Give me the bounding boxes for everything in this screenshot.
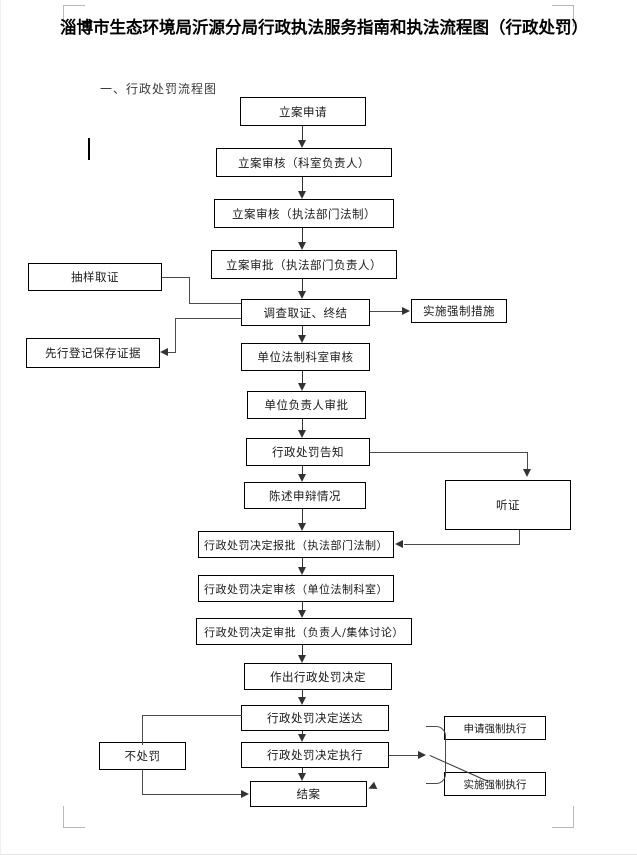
arrowhead-n5-n6 <box>298 335 306 343</box>
crop-mark-bottom-left <box>63 806 85 828</box>
edge-n5-s3 <box>370 311 403 313</box>
arrowhead-n3-n4 <box>298 242 306 250</box>
edge-n7-n8 <box>302 419 304 431</box>
edge-n5-n6 <box>302 326 304 336</box>
page-left-edge <box>0 0 1 855</box>
flow-node-lian-shenhe-keshi[interactable]: 立案审核（科室负责人） <box>216 148 392 177</box>
flow-node-tingzheng[interactable]: 听证 <box>445 480 571 530</box>
edge-n2-n3 <box>302 177 304 192</box>
flow-node-jiean[interactable]: 结案 <box>250 781 367 807</box>
edge-n5-s2-h2 <box>168 352 176 354</box>
arrowhead-n10-n11 <box>298 567 306 575</box>
edge-s1-n5-h1 <box>162 277 190 279</box>
edge-s5-n16-v <box>142 770 144 795</box>
flow-node-jueding-songda[interactable]: 行政处罚决定送达 <box>241 705 389 731</box>
edge-s4-n10-h <box>404 544 520 546</box>
arrowhead-n6-n7 <box>298 383 306 391</box>
page-title: 淄博市生态环境局沂源分局行政执法服务指南和执法流程图（行政处罚） <box>60 18 588 37</box>
flow-node-jueding-shenpi[interactable]: 行政处罚决定审批（负责人/集体讨论） <box>196 618 412 645</box>
arrowhead-n15-n16 <box>298 773 306 781</box>
flow-node-shishi-qiangzhi-zhixing[interactable]: 实施强制执行 <box>444 772 546 796</box>
arrowhead-n15-junction <box>418 751 426 759</box>
bracket-qiangzhi-zhixing <box>426 726 446 784</box>
flow-node-xianxing-dengji[interactable]: 先行登记保存证据 <box>26 338 160 368</box>
edge-n1-n2 <box>302 126 304 141</box>
edge-n4-n5 <box>302 279 304 292</box>
flow-node-lian-shenqing[interactable]: 立案申请 <box>240 97 366 126</box>
flow-node-jueding-baopi[interactable]: 行政处罚决定报批（执法部门法制） <box>198 531 394 558</box>
edge-n8-s4-v <box>527 452 529 469</box>
flow-node-lian-shenhe-fazhi[interactable]: 立案审核（执法部门法制） <box>214 199 394 228</box>
arrowhead-n11-n12 <box>298 610 306 618</box>
arrowhead-n14-n15 <box>298 734 306 742</box>
flow-node-jueding-zhixing[interactable]: 行政处罚决定执行 <box>241 742 389 768</box>
edge-n10-n11 <box>302 558 304 567</box>
section-heading: 一、行政处罚流程图 <box>100 82 218 96</box>
flow-node-jueding-shenhe[interactable]: 行政处罚决定审核（单位法制科室） <box>198 575 394 602</box>
edge-n5-s2-h1 <box>175 318 241 320</box>
edge-n14-n15 <box>302 731 304 734</box>
edge-n12-n13 <box>302 645 304 655</box>
edge-n15-n16 <box>302 768 304 773</box>
crop-mark-bottom-right <box>552 806 574 828</box>
edge-n3-n4 <box>302 228 304 243</box>
arrowhead-n1-n2 <box>298 140 306 148</box>
edge-n5-s2-v <box>175 318 177 353</box>
edge-n8-s4-h <box>370 452 528 454</box>
edge-n13-n14 <box>302 690 304 697</box>
edge-s1-n5-v <box>189 277 191 304</box>
flow-node-chenshu-shenbian[interactable]: 陈述申辩情况 <box>244 482 366 509</box>
arrowhead-n5-s3 <box>402 307 410 315</box>
flow-node-shenqing-qiangzhi-zhixing[interactable]: 申请强制执行 <box>444 716 546 740</box>
edge-n14-s5-h <box>142 715 242 717</box>
arrowhead-s4-n10 <box>395 540 403 548</box>
flow-node-chufa-gaozhi[interactable]: 行政处罚告知 <box>246 438 370 466</box>
text-cursor <box>88 138 90 160</box>
arrowhead-s7-n16 <box>366 781 378 793</box>
flow-node-zuochu-jueding[interactable]: 作出行政处罚决定 <box>244 663 392 690</box>
flow-node-buchufa[interactable]: 不处罚 <box>99 742 186 770</box>
arrowhead-n13-n14 <box>298 697 306 705</box>
edge-s5-n16-h <box>142 794 242 796</box>
edge-n6-n7 <box>302 371 304 384</box>
flow-node-diaocha-quzheng[interactable]: 调查取证、终结 <box>241 299 370 326</box>
arrowhead-n2-n3 <box>298 191 306 199</box>
edge-n9-n10 <box>302 509 304 523</box>
arrowhead-n9-n10 <box>298 523 306 531</box>
crop-mark-top-right <box>552 5 574 27</box>
edge-n15-junction-h <box>389 755 419 757</box>
flow-node-lian-shenpi[interactable]: 立案审批（执法部门负责人） <box>211 250 397 279</box>
edge-s1-n5-h2 <box>189 303 241 305</box>
arrowhead-n8-n9 <box>298 474 306 482</box>
arrowhead-n8-s4 <box>523 469 531 477</box>
crop-mark-top-left <box>63 5 85 27</box>
flow-node-fuzeren-shenpi[interactable]: 单位负责人审批 <box>247 391 366 419</box>
arrowhead-n5-s2 <box>160 348 168 356</box>
edge-n11-n12 <box>302 602 304 610</box>
arrowhead-n12-n13 <box>298 655 306 663</box>
edge-s4-n10-v <box>519 530 521 545</box>
flow-node-fazhi-keshi-shenhe[interactable]: 单位法制科室审核 <box>241 343 370 371</box>
edge-n14-s5-v <box>142 715 144 745</box>
flow-node-chouyang-quzheng[interactable]: 抽样取证 <box>28 263 162 291</box>
arrowhead-n7-n8 <box>298 430 306 438</box>
arrowhead-n4-n5 <box>298 291 306 299</box>
arrowhead-s5-n16 <box>241 790 249 798</box>
edge-n8-n9 <box>302 466 304 475</box>
flow-node-shishi-qiangzhi-cuoshi[interactable]: 实施强制措施 <box>411 299 507 323</box>
